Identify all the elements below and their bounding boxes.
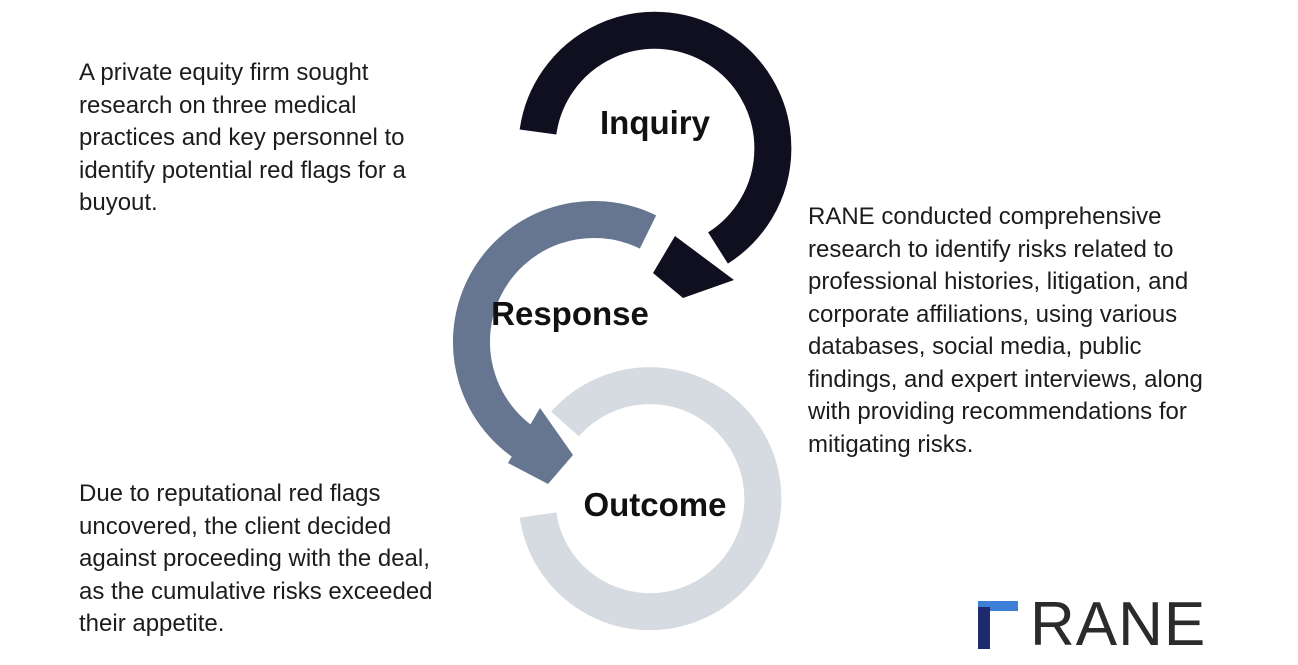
stage-label-inquiry: Inquiry	[599, 104, 711, 141]
stage-label-response: Response	[491, 295, 649, 332]
response-arrowhead	[508, 408, 573, 484]
outcome-arc	[519, 367, 782, 631]
inquiry-arc	[519, 11, 792, 264]
inquiry-arrowhead	[653, 236, 734, 298]
rane-logo: RANE	[978, 590, 1207, 659]
logo-mark-icon	[978, 601, 1018, 649]
inquiry-description: A private equity firm sought research on…	[79, 59, 406, 216]
outcome-description: Due to reputational red flags uncovered,…	[79, 480, 433, 637]
stage-label-outcome: Outcome	[583, 486, 727, 523]
logo-wordmark: RANE	[1030, 590, 1207, 659]
response-arc	[452, 200, 657, 469]
response-description: RANE conducted comprehensive research to…	[808, 203, 1203, 458]
